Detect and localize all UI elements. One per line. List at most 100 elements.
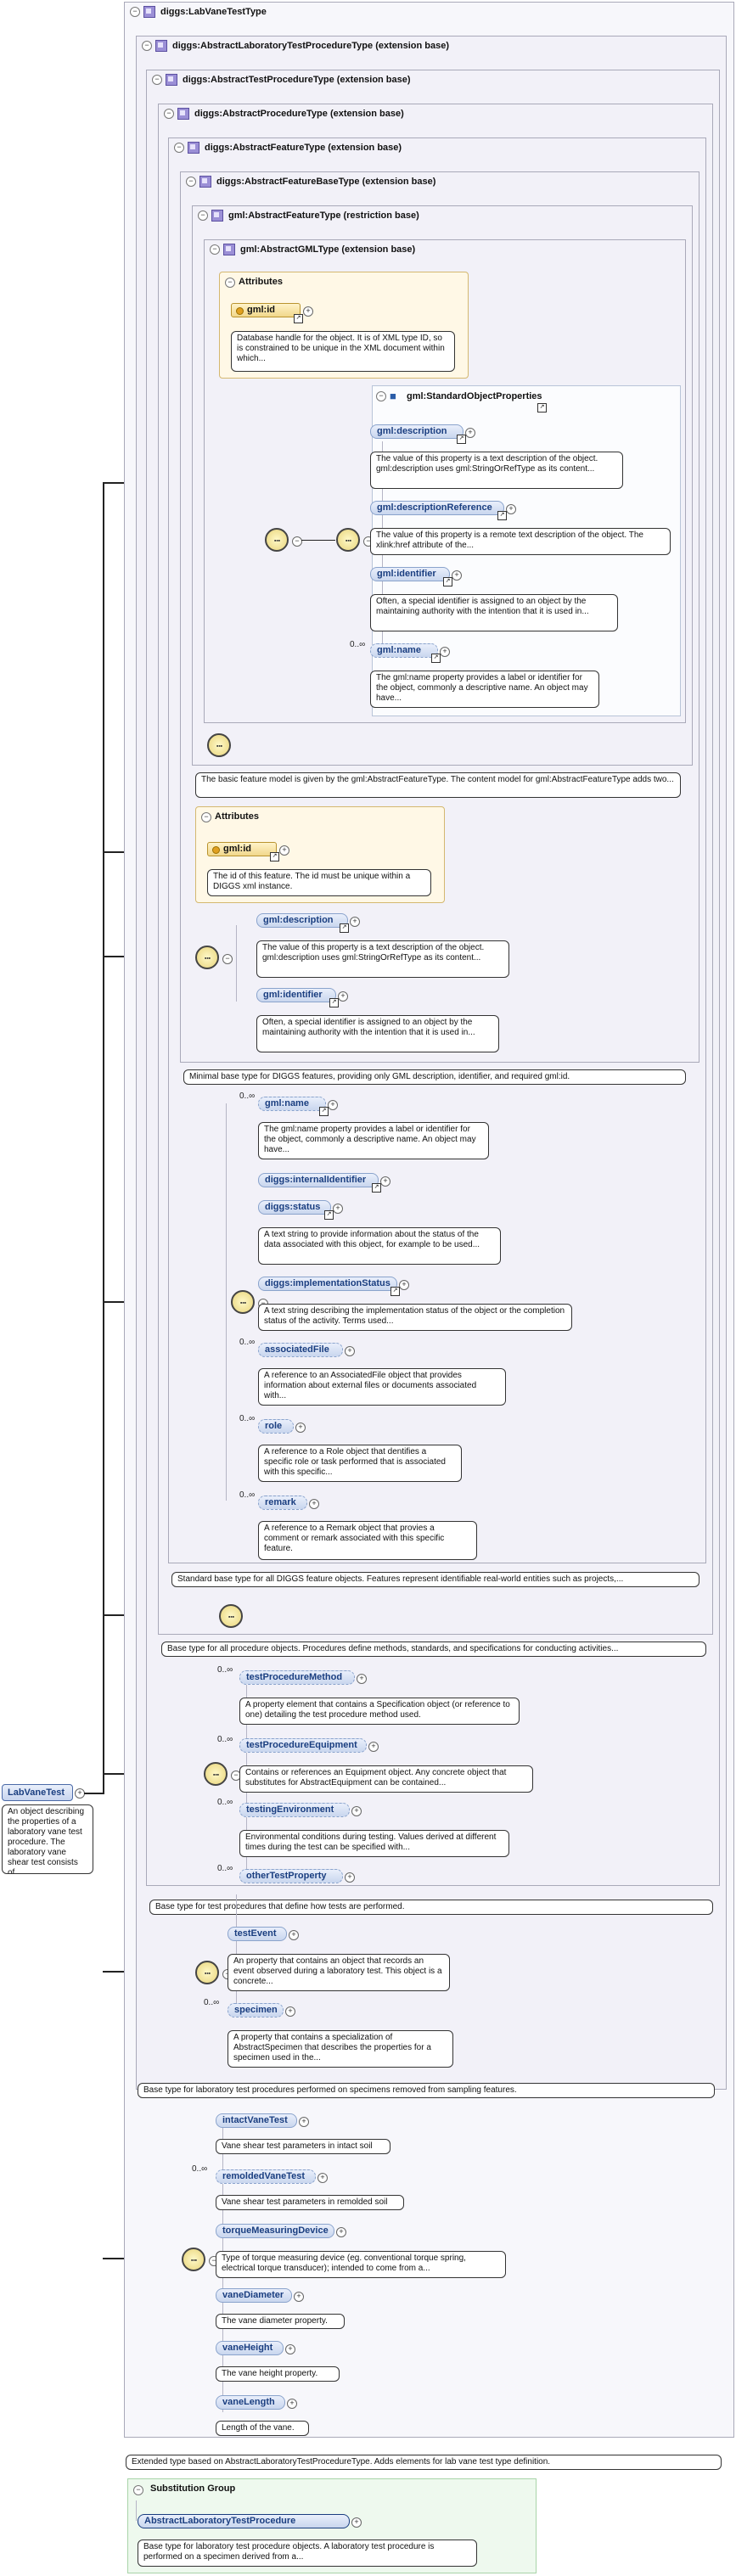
expand-icon[interactable]: + [309,1499,319,1509]
collapse-icon[interactable]: − [174,143,184,153]
collapse-icon[interactable]: − [142,41,152,51]
link-icon[interactable]: ↗ [319,1107,329,1116]
element-vane-length[interactable]: vaneLength [216,2395,285,2410]
expand-icon[interactable]: + [295,1423,306,1433]
element-gml-description[interactable]: gml:description [370,424,464,439]
element-gml-description-reference[interactable]: gml:descriptionReference [370,501,504,515]
expand-icon[interactable]: + [287,2399,297,2409]
sequence-icon[interactable] [195,946,219,969]
sequence-icon[interactable] [231,1290,255,1314]
link-icon[interactable]: ↗ [497,511,507,520]
link-icon[interactable]: ↗ [537,403,547,412]
element-remark[interactable]: remark [258,1496,307,1510]
collapse-icon[interactable]: − [225,278,235,288]
expand-icon[interactable]: + [336,2227,346,2237]
element-gml-identifier[interactable]: gml:identifier [256,988,336,1002]
collapse-icon[interactable]: − [164,109,174,119]
expand-icon[interactable]: + [357,1674,367,1684]
expand-icon[interactable]: + [299,2117,309,2127]
sequence-icon[interactable] [204,1762,228,1786]
element-name: associatedFile [265,1344,329,1355]
expand-icon[interactable]: + [351,2517,362,2528]
collapse-icon[interactable]: − [130,7,140,17]
element-gml-name[interactable]: gml:name [258,1097,326,1111]
element-torque-measuring-device[interactable]: torqueMeasuringDevice [216,2224,334,2238]
root-element[interactable]: LabVaneTest [2,1784,73,1801]
element-abstract-lab-test-procedure[interactable]: AbstractLaboratoryTestProcedure [138,2514,350,2528]
element-internal-identifier[interactable]: diggs:internalIdentifier [258,1173,379,1187]
expand-icon[interactable]: + [303,306,313,317]
element-test-event[interactable]: testEvent [228,1927,287,1941]
expand-icon[interactable]: + [399,1280,409,1290]
expand-icon[interactable]: + [285,2344,295,2354]
sequence-icon[interactable] [265,528,289,552]
link-icon[interactable]: ↗ [457,435,466,444]
element-description: A property element that contains a Speci… [239,1698,520,1725]
link-icon[interactable]: ↗ [372,1183,381,1193]
element-gml-description[interactable]: gml:description [256,913,348,928]
element-implementation-status[interactable]: diggs:implementationStatus [258,1277,397,1291]
collapse-icon[interactable]: − [198,210,208,221]
element-gml-identifier[interactable]: gml:identifier [370,567,450,581]
link-icon[interactable]: ↗ [294,314,303,323]
expand-icon[interactable]: + [345,1872,355,1883]
expand-icon[interactable]: + [328,1100,338,1110]
expand-icon[interactable]: + [440,647,450,657]
expand-icon[interactable]: + [452,570,462,581]
collapse-icon[interactable]: − [210,244,220,255]
expand-icon[interactable]: + [351,1806,362,1816]
link-icon[interactable]: ↗ [431,654,441,663]
element-status[interactable]: diggs:status [258,1200,331,1215]
collapse-icon[interactable]: − [152,75,162,85]
sequence-icon[interactable] [182,2248,205,2271]
collapse-icon[interactable]: − [376,391,386,401]
expand-icon[interactable]: + [345,1346,355,1356]
link-icon[interactable]: ↗ [270,852,279,861]
element-specimen[interactable]: specimen [228,2003,284,2018]
element-testing-environment[interactable]: testingEnvironment [239,1803,350,1817]
expand-icon[interactable]: + [294,2292,304,2302]
sequence-icon[interactable] [195,1961,219,1984]
sequence-connector [236,1894,237,2010]
expand-icon[interactable]: − [222,954,233,964]
element-name: diggs:internalIdentifier [265,1175,367,1185]
element-description: The value of this property is a remote t… [370,528,671,555]
expand-icon[interactable]: + [279,845,289,856]
expand-icon[interactable]: + [380,1176,390,1187]
element-vane-height[interactable]: vaneHeight [216,2341,284,2355]
link-icon[interactable]: ↗ [340,923,349,933]
link-icon[interactable]: ↗ [443,577,452,586]
expand-icon[interactable]: + [465,428,475,438]
element-vane-diameter[interactable]: vaneDiameter [216,2288,292,2303]
expand-icon[interactable]: + [317,2173,328,2183]
gml-id-attribute[interactable]: gml:id [231,303,301,317]
expand-icon[interactable]: + [333,1204,343,1214]
collapse-icon[interactable]: − [133,2485,143,2495]
collapse-icon[interactable]: − [186,177,196,187]
link-icon[interactable]: ↗ [324,1210,334,1220]
expand-icon[interactable]: + [350,917,360,927]
link-icon[interactable]: ↗ [390,1287,400,1296]
element-role[interactable]: role [258,1419,294,1434]
element-test-procedure-equipment[interactable]: testProcedureEquipment [239,1738,367,1753]
element-remolded-vane-test[interactable]: remoldedVaneTest [216,2169,316,2184]
collapse-icon[interactable]: − [201,812,211,822]
element-intact-vane-test[interactable]: intactVaneTest [216,2113,297,2128]
expand-icon[interactable]: + [289,1930,299,1940]
link-icon[interactable]: ↗ [329,998,339,1007]
element-associated-file[interactable]: associatedFile [258,1343,343,1357]
element-test-procedure-method[interactable]: testProcedureMethod [239,1670,355,1685]
expand-icon[interactable]: − [292,536,302,547]
group-ref-icon[interactable] [336,528,360,552]
gml-id-attribute[interactable]: gml:id [207,842,277,856]
expand-icon[interactable]: + [506,504,516,514]
expand-icon[interactable]: + [338,991,348,1002]
sequence-icon[interactable] [219,1604,243,1628]
gml-id-description: The id of this feature. The id must be u… [207,869,431,896]
expand-icon[interactable]: + [368,1742,379,1752]
element-other-test-property[interactable]: otherTestProperty [239,1869,343,1883]
expand-icon[interactable]: + [285,2006,295,2017]
sequence-icon[interactable] [207,733,231,757]
element-gml-name[interactable]: gml:name [370,643,438,658]
element-description: Contains or references an Equipment obje… [239,1765,533,1793]
